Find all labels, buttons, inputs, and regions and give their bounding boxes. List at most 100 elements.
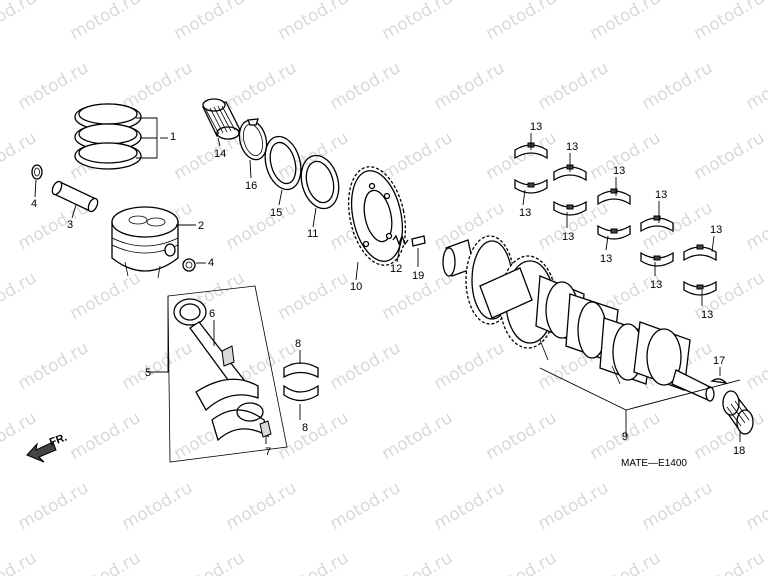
watermark-text: motod.ru	[587, 548, 665, 576]
callout-13: 13	[701, 309, 713, 321]
crankshaft	[442, 235, 741, 436]
watermark-text: motod.ru	[327, 338, 405, 394]
callout-4: 4	[31, 198, 37, 210]
callout-14: 14	[214, 148, 226, 160]
watermark-text: motod.ru	[743, 198, 768, 254]
watermark-text: motod.ru	[483, 0, 561, 44]
callout-3: 3	[67, 219, 73, 231]
callout-13: 13	[530, 121, 542, 133]
piston-pin-clip-upper	[31, 164, 43, 180]
callout-15: 15	[270, 207, 282, 219]
callout-leader	[312, 207, 317, 228]
piston-pin-clip-lower	[182, 258, 196, 272]
watermark-text: motod.ru	[67, 0, 145, 44]
starter-driven-gear	[347, 166, 407, 266]
callout-18: 18	[733, 445, 745, 457]
watermark-text: motod.ru	[379, 548, 457, 576]
watermark-text: motod.ru	[535, 58, 613, 114]
watermark-text: motod.ru	[691, 128, 768, 184]
callout-leader	[34, 179, 37, 198]
watermark-text: motod.ru	[743, 478, 768, 534]
callout-leader	[249, 159, 252, 179]
watermark-text: motod.ru	[223, 58, 301, 114]
callout-19: 19	[412, 270, 424, 282]
watermark-text: motod.ru	[275, 268, 353, 324]
watermark-text: motod.ru	[223, 198, 301, 254]
callout-leader	[522, 189, 526, 206]
gear-spring	[392, 234, 409, 246]
woodruff-key	[710, 378, 728, 384]
main-bearing-shell	[597, 190, 631, 206]
watermark-text: motod.ru	[379, 128, 457, 184]
crankshaft-bearing	[722, 390, 754, 435]
callout-leader	[605, 235, 609, 251]
watermark-text: motod.ru	[275, 408, 353, 464]
callout-13: 13	[613, 165, 625, 177]
callout-13: 13	[562, 231, 574, 243]
bearing-tab	[696, 284, 704, 290]
snap-ring	[238, 118, 268, 161]
front-direction-arrow: FR.	[26, 431, 69, 463]
watermark-text: motod.ru	[119, 58, 197, 114]
watermark-text: motod.ru	[379, 0, 457, 44]
callout-leader	[278, 189, 283, 206]
watermark-text: motod.ru	[119, 338, 197, 394]
piston-rings	[74, 103, 158, 170]
callout-1: 1	[170, 131, 176, 143]
bearing-tab	[653, 255, 661, 261]
watermark-text: motod.ru	[743, 58, 768, 114]
watermark-text: motod.ru	[691, 0, 768, 44]
callout-13: 13	[600, 253, 612, 265]
callout-leader	[217, 137, 221, 147]
watermark-text: motod.ru	[0, 0, 40, 44]
watermark-text: motod.ru	[483, 128, 561, 184]
callout-13: 13	[710, 224, 722, 236]
callout-leader	[355, 261, 359, 281]
spacer-washer	[300, 154, 340, 210]
watermark-text: motod.ru	[119, 478, 197, 534]
watermark-text: motod.ru	[535, 478, 613, 534]
callout-9: 9	[622, 431, 628, 443]
watermark-text: motod.ru	[67, 268, 145, 324]
callout-11: 11	[307, 228, 318, 240]
callout-10: 10	[350, 281, 362, 293]
callout-17: 17	[713, 355, 725, 367]
watermark-text: motod.ru	[431, 338, 509, 394]
connecting-rod-bearings	[283, 362, 319, 402]
callout-16: 16	[245, 180, 257, 192]
callout-6: 6	[209, 308, 215, 320]
connecting-rod-assembly	[147, 285, 288, 463]
callout-4: 4	[208, 257, 214, 269]
watermark-text: motod.ru	[223, 478, 301, 534]
watermark-text: motod.ru	[743, 338, 768, 394]
bearing-tab	[653, 215, 661, 221]
callout-2: 2	[198, 220, 204, 232]
watermark-text: motod.ru	[639, 478, 717, 534]
watermark-text: motod.ru	[431, 58, 509, 114]
main-bearing-shell	[553, 166, 587, 182]
bearing-tab	[610, 228, 618, 234]
callout-13: 13	[655, 189, 667, 201]
main-bearing-shell	[683, 246, 717, 262]
watermark-text: motod.ru	[327, 478, 405, 534]
thrust-washer	[264, 135, 302, 191]
main-bearing-shell	[640, 217, 674, 233]
watermark-text: motod.ru	[483, 408, 561, 464]
watermark-text: motod.ru	[15, 478, 93, 534]
watermark-text: motod.ru	[379, 408, 457, 464]
callout-8: 8	[302, 422, 308, 434]
watermark-text: motod.ru	[691, 548, 768, 576]
callout-leader	[71, 204, 77, 219]
watermark-text: motod.ru	[327, 58, 405, 114]
watermark-text: motod.ru	[67, 548, 145, 576]
callout-8: 8	[295, 338, 301, 350]
front-label: FR.	[48, 431, 69, 448]
main-bearings	[514, 142, 717, 296]
callout-13: 13	[566, 141, 578, 153]
watermark-text: motod.ru	[639, 58, 717, 114]
watermark-text: motod.ru	[483, 548, 561, 576]
callout-layer: 1234456788910111213131313131313131313141…	[31, 121, 745, 458]
callout-5: 5	[145, 367, 151, 379]
